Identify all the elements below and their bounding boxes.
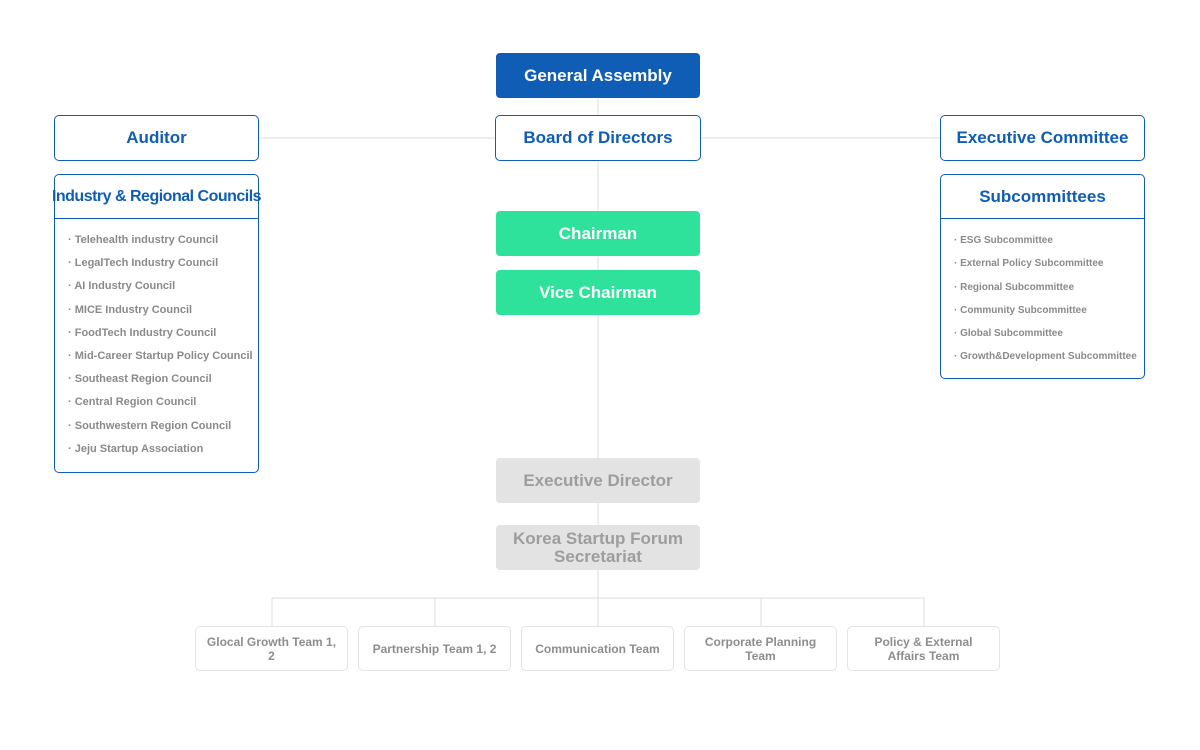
team-label: Policy & External Affairs Team	[874, 634, 973, 663]
executive-director-node: Executive Director	[496, 458, 700, 503]
team-label: Corporate Planning Team	[704, 634, 817, 663]
team-box: Corporate Planning Team	[684, 626, 837, 671]
councils-panel: Industry & Regional Councils Telehealth …	[52, 174, 262, 473]
auditor-label: Auditor	[126, 128, 187, 147]
secretariat-node: Korea Startup Forum Secretariat	[496, 525, 700, 570]
councils-title: Industry & Regional Councils	[52, 175, 262, 219]
council-item: Mid-Career Startup Policy Council	[68, 345, 258, 368]
subcommittee-item: Growth&Development Subcommittee	[954, 345, 1144, 368]
vice-chairman-node: Vice Chairman	[496, 270, 700, 315]
team-label: Partnership Team 1, 2	[372, 641, 497, 656]
board-of-directors-node: Board of Directors	[495, 115, 701, 161]
councils-list: Telehealth industry Council LegalTech In…	[55, 219, 258, 461]
general-assembly-node: General Assembly	[496, 53, 700, 98]
subcommittees-list: ESG Subcommittee External Policy Subcomm…	[941, 219, 1144, 369]
subcommittees-panel: Subcommittees ESG Subcommittee External …	[940, 174, 1145, 379]
team-box: Partnership Team 1, 2	[358, 626, 511, 671]
chairman-label: Chairman	[558, 223, 638, 243]
council-item: LegalTech Industry Council	[68, 252, 258, 275]
council-item: Southeast Region Council	[68, 368, 258, 391]
executive-director-label: Executive Director	[523, 470, 673, 490]
team-label: Glocal Growth Team 1, 2	[206, 634, 337, 663]
subcommittee-item: Global Subcommittee	[954, 322, 1144, 345]
council-item: AI Industry Council	[68, 275, 258, 298]
team-box: Policy & External Affairs Team	[847, 626, 1000, 671]
general-assembly-label: General Assembly	[524, 65, 672, 85]
auditor-node: Auditor	[54, 115, 259, 161]
vice-chairman-label: Vice Chairman	[539, 282, 657, 302]
executive-committee-node: Executive Committee	[940, 115, 1145, 161]
board-of-directors-label: Board of Directors	[523, 128, 673, 147]
council-item: FoodTech Industry Council	[68, 322, 258, 345]
team-label: Communication Team	[535, 641, 660, 656]
council-item: MICE Industry Council	[68, 299, 258, 322]
council-item: Southwestern Region Council	[68, 415, 258, 438]
council-item: Jeju Startup Association	[68, 438, 258, 461]
executive-committee-label: Executive Committee	[956, 128, 1129, 147]
council-item: Central Region Council	[68, 391, 258, 414]
team-box: Glocal Growth Team 1, 2	[195, 626, 348, 671]
subcommittee-item: ESG Subcommittee	[954, 229, 1144, 252]
secretariat-label: Korea Startup Forum Secretariat	[512, 528, 684, 566]
chairman-node: Chairman	[496, 211, 700, 256]
subcommittee-item: External Policy Subcommittee	[954, 252, 1144, 275]
team-box: Communication Team	[521, 626, 674, 671]
council-item: Telehealth industry Council	[68, 229, 258, 252]
subcommittee-item: Regional Subcommittee	[954, 276, 1144, 299]
subcommittee-item: Community Subcommittee	[954, 299, 1144, 322]
subcommittees-title: Subcommittees	[941, 175, 1144, 219]
